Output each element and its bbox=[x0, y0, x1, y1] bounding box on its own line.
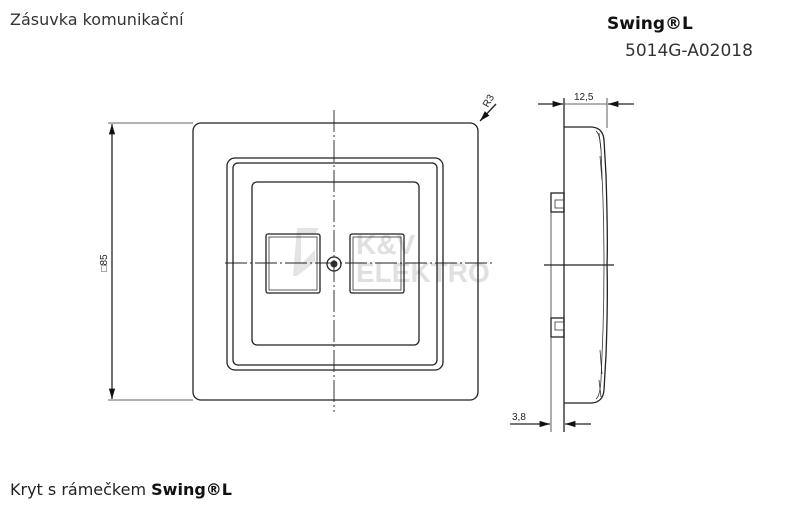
clip-top bbox=[550, 192, 565, 213]
radius-leader bbox=[479, 103, 497, 122]
brand-name: Swing®L bbox=[607, 14, 693, 34]
mount-label: 3,8 bbox=[512, 412, 526, 423]
front-view: □85 R3 bbox=[99, 93, 497, 412]
inner-frame-outer bbox=[226, 157, 444, 371]
port-right bbox=[349, 233, 405, 294]
radius-label: R3 bbox=[481, 93, 497, 110]
clip-top-inner bbox=[554, 199, 565, 209]
watermark-line2: ELEKTRO bbox=[356, 257, 490, 288]
outer-frame bbox=[192, 122, 479, 401]
clip-bottom bbox=[550, 317, 565, 338]
port-right-inner bbox=[352, 236, 402, 291]
caption-text: Kryt s rámečkem bbox=[10, 480, 147, 499]
drawing-title: Zásuvka komunikační bbox=[10, 10, 184, 29]
clip-bottom-inner bbox=[554, 321, 565, 331]
size-label: □85 bbox=[99, 254, 110, 272]
side-view: 12,5 3,8 bbox=[510, 92, 634, 432]
product-code: 5014G-A02018 bbox=[625, 41, 753, 61]
caption-brand: Swing®L bbox=[151, 480, 232, 499]
depth-label: 12,5 bbox=[574, 92, 594, 103]
port-left bbox=[265, 233, 321, 294]
watermark-logo-icon bbox=[293, 228, 319, 276]
caption: Kryt s rámečkem Swing®L bbox=[10, 480, 232, 499]
port-left-inner bbox=[268, 236, 318, 291]
cover-plate bbox=[251, 181, 420, 346]
inner-frame-inner bbox=[232, 162, 438, 366]
